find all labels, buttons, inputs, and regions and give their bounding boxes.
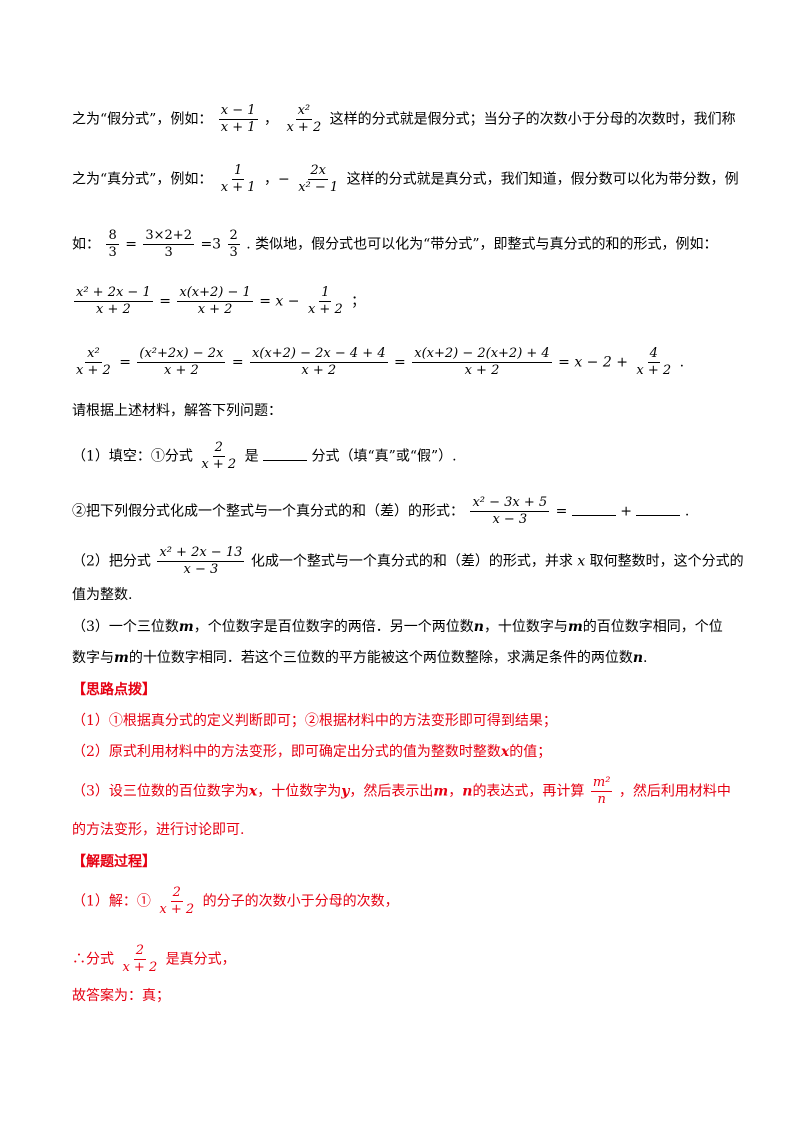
question-3-cont: 数字与m的十位数字相同．若这个三位数的平方能被这个两位数整除，求满足条件的两位数… bbox=[72, 650, 648, 666]
solution-heading: 【解题过程】 bbox=[72, 854, 156, 870]
question-2-cont: 值为整数. bbox=[72, 587, 133, 603]
hint-2: （2）原式利用材料中的方法变形，即可确定出分式的值为整数时整数x的值； bbox=[72, 744, 552, 760]
question-3: （3）一个三位数m，个位数字是百位数字的两倍．另一个两位数n，十位数字与m的百位… bbox=[72, 619, 723, 635]
solution-step-3: 故答案为：真； bbox=[72, 988, 170, 1004]
hint-3-cont: 的方法变形，进行讨论即可. bbox=[72, 822, 245, 838]
hint-1: （1）①根据真分式的定义判断即可；②根据材料中的方法变形即可得到结果； bbox=[72, 713, 557, 729]
answer-blank-2[interactable] bbox=[571, 501, 616, 516]
answer-blank-1[interactable] bbox=[263, 446, 308, 461]
intro-text: 请根据上述材料，解答下列问题： bbox=[72, 403, 282, 419]
answer-blank-3[interactable] bbox=[636, 501, 681, 516]
hint-3: （3）设三位数的百位数字为x，十位数字为y，然后表示出m，n的表达式，再计算 m… bbox=[72, 775, 731, 807]
question-1-part-2: ②把下列假分式化成一个整式与一个真分式的和（差）的形式： x² − 3x + 5… bbox=[72, 495, 690, 527]
hint-heading: 【思路点拨】 bbox=[72, 682, 156, 698]
